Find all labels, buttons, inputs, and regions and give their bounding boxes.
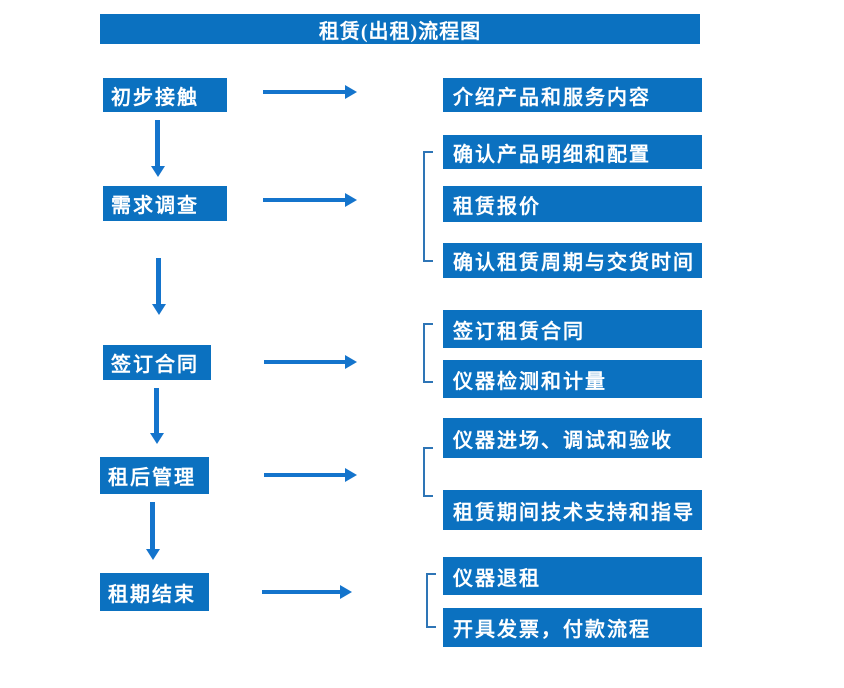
down-arrow-2 (156, 258, 161, 304)
right-arrow-5 (262, 590, 340, 594)
detail-rental-quote: 租赁报价 (443, 186, 702, 222)
detail-technical-support: 租赁期间技术支持和指导 (443, 490, 702, 530)
detail-confirm-product-details: 确认产品明细和配置 (443, 135, 702, 169)
down-arrow-1 (155, 120, 160, 166)
down-arrow-4 (150, 502, 155, 549)
detail-instrument-entry-acceptance: 仪器进场、调试和验收 (443, 418, 702, 458)
detail-instrument-return: 仪器退租 (443, 557, 702, 595)
group-bracket-post-rental (423, 447, 433, 497)
detail-introduce-products: 介绍产品和服务内容 (443, 78, 702, 112)
step-post-rental-management: 租后管理 (100, 457, 209, 494)
right-arrow-3 (264, 360, 345, 364)
group-bracket-sign-contract (423, 323, 433, 383)
step-sign-contract: 签订合同 (103, 345, 211, 380)
group-bracket-demand-survey (423, 151, 433, 262)
flowchart-title: 租赁(出租)流程图 (100, 14, 700, 44)
right-arrow-2 (263, 198, 345, 202)
down-arrow-3 (154, 388, 159, 433)
detail-instrument-testing: 仪器检测和计量 (443, 360, 702, 398)
step-rental-end: 租期结束 (100, 573, 209, 611)
right-arrow-1 (263, 90, 345, 94)
detail-confirm-rental-period: 确认租赁周期与交货时间 (443, 243, 702, 278)
detail-invoice-payment: 开具发票，付款流程 (443, 608, 702, 647)
step-demand-survey: 需求调查 (103, 186, 227, 221)
detail-sign-rental-contract: 签订租赁合同 (443, 310, 702, 348)
step-initial-contact: 初步接触 (103, 78, 227, 112)
group-bracket-rental-end (426, 573, 436, 628)
right-arrow-4 (264, 473, 345, 477)
